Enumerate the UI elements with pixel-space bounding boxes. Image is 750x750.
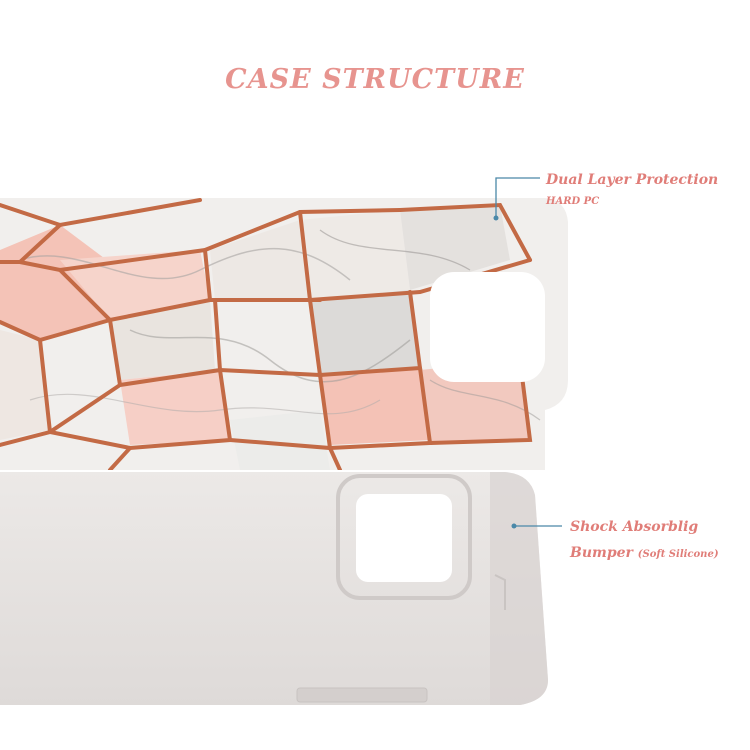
bumper-layer [0, 472, 548, 705]
callout-dot-bottom [511, 523, 517, 529]
callout-bumper-title: Shock Absorblig [570, 519, 699, 535]
callout-lines [495, 177, 562, 527]
camera-cutout [336, 474, 472, 600]
callout-bumper-subtitle: Bumper (Soft Silicone) [570, 545, 719, 561]
hard-pc-shell [0, 198, 568, 470]
callout-bumper-subtitle-main: Bumper [570, 545, 633, 561]
shell-camera-hole [430, 272, 545, 382]
page-title: CASE STRUCTURE [225, 64, 525, 95]
callout-hard-pc-title: Dual Layer Protection [546, 172, 719, 188]
callout-hard-pc-subtitle: HARD PC [546, 196, 600, 207]
callout-dot-top [493, 215, 499, 221]
callout-bumper-subtitle-note: (Soft Silicone) [637, 549, 719, 560]
side-button [296, 687, 428, 703]
